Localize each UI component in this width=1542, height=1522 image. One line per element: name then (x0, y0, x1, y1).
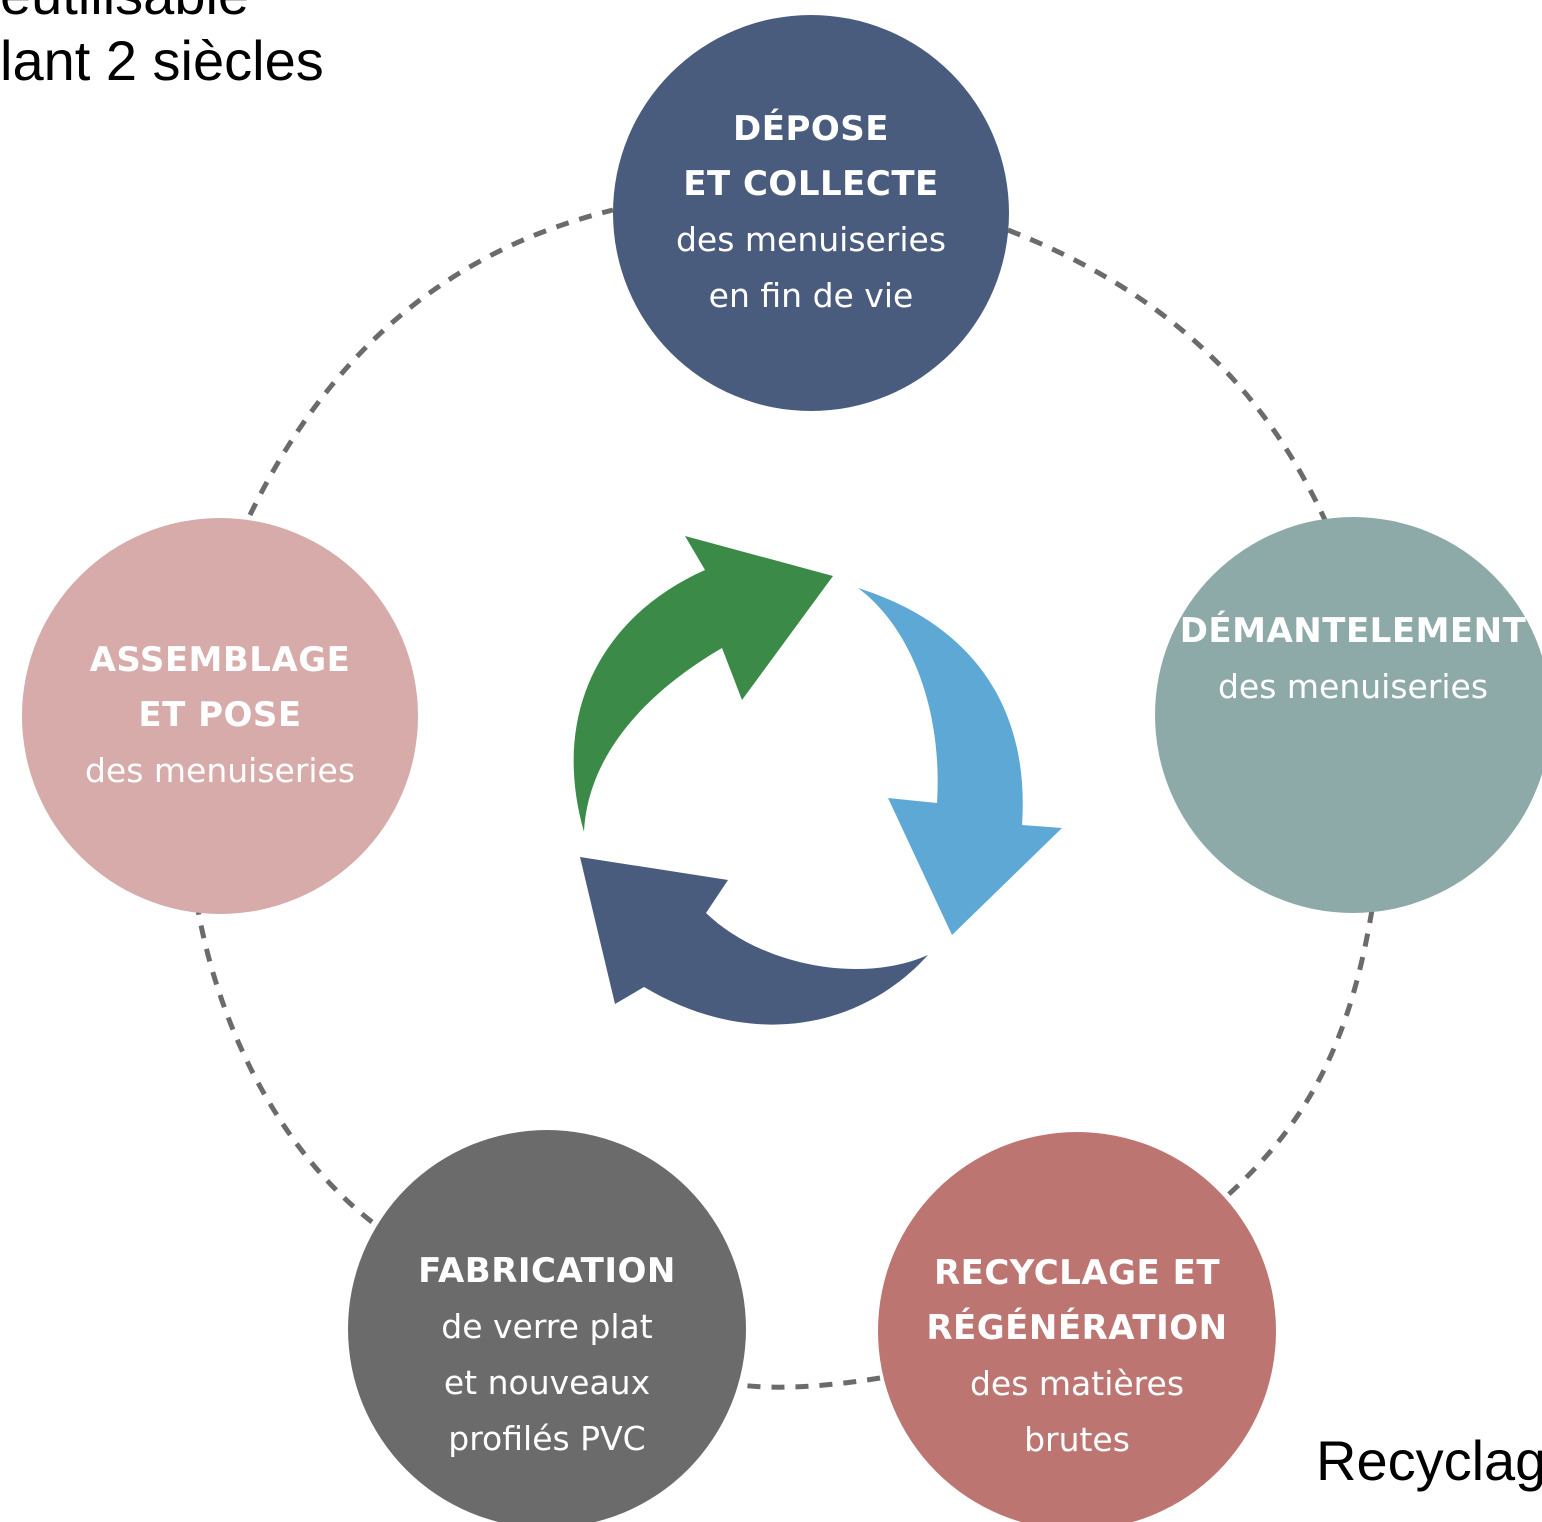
step-demantelement: DÉMANTELEMENT des menuiseries (1155, 517, 1542, 913)
step-description: des matières brutes (969, 1364, 1185, 1459)
cycle-dashed-connectors (195, 207, 1375, 1390)
step-title: ASSEMBLAGE ET POSE (89, 640, 351, 735)
connector-fabrication-assemblage (195, 909, 374, 1224)
step-depose-collecte: DÉPOSE ET COLLECTE des menuiseries en fi… (613, 15, 1009, 411)
step-description: des menuiseries en fin de vie (675, 220, 947, 315)
cropped-slide-text-top: éutilisable lant 2 siècles (0, 0, 324, 92)
navy-arrow (580, 857, 928, 1025)
blue-arrow (858, 588, 1062, 935)
step-fabrication: FABRICATION de verre plat et nouveaux pr… (348, 1130, 746, 1522)
connector-recyclage-fabrication (739, 1375, 881, 1390)
step-description: des menuiseries (84, 751, 356, 790)
green-arrow (573, 536, 833, 832)
step-description: des menuiseries (1217, 666, 1489, 706)
step-title: RECYCLAGE ET RÉGÉNÉRATION (926, 1253, 1228, 1348)
step-recyclage-regeneration: RECYCLAGE ET RÉGÉNÉRATION des matières b… (878, 1132, 1276, 1522)
step-title: DÉPOSE ET COLLECTE (683, 109, 939, 204)
connector-assemblage-depose (247, 207, 614, 517)
step-assemblage-pose: ASSEMBLAGE ET POSE des menuiseries (22, 518, 418, 914)
step-description: de verre plat et nouveaux profilés PVC (441, 1306, 653, 1458)
connector-demantelement-recyclage (1226, 909, 1375, 1197)
step-title: DÉMANTELEMENT (1179, 610, 1527, 651)
cropped-slide-text-bottom: Recyclag (1316, 1429, 1542, 1492)
connector-depose-demantelement (1007, 227, 1328, 522)
recycle-arrows-icon (573, 536, 1062, 1025)
step-title: FABRICATION (418, 1250, 676, 1291)
